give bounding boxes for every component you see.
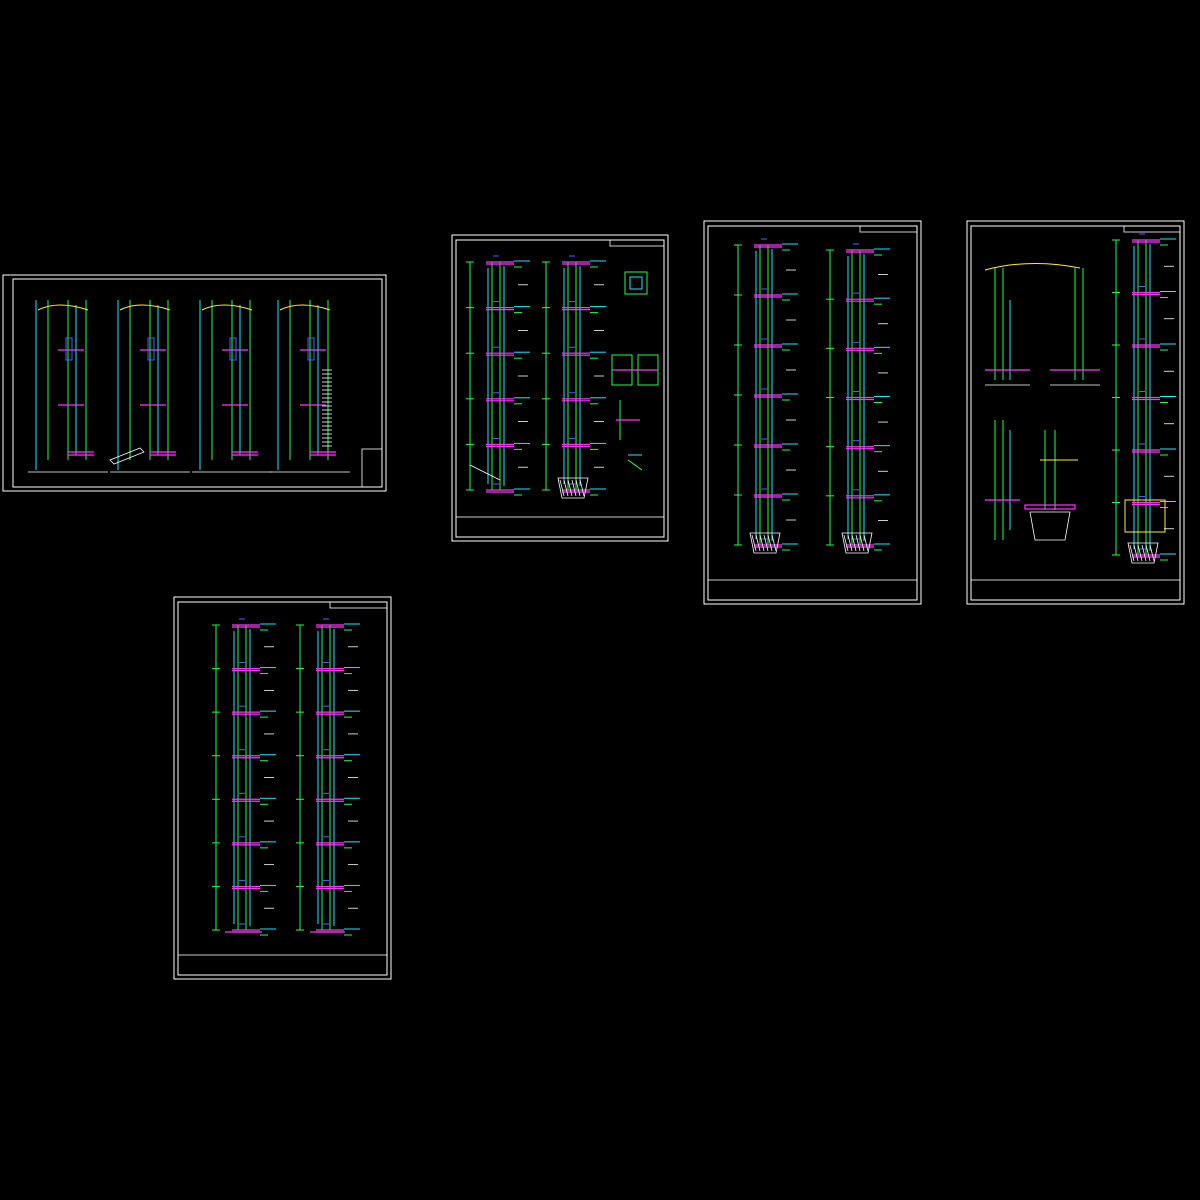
floor-slab <box>1112 496 1176 508</box>
detail-foundation <box>1024 430 1078 541</box>
wall-section <box>270 300 350 473</box>
floor-slab <box>212 879 276 892</box>
wall-section <box>1112 233 1176 564</box>
floor-slab <box>542 437 606 450</box>
floor-slab <box>734 488 798 501</box>
floor-slab <box>734 338 798 351</box>
floor-slab <box>1112 443 1176 456</box>
floor-slab <box>212 618 276 631</box>
floor-slab <box>734 288 798 301</box>
floor-slab <box>1112 338 1176 351</box>
sheet-border <box>966 220 1185 605</box>
floor-slab <box>296 836 360 849</box>
wall-section <box>212 618 276 936</box>
detail-section <box>611 354 659 386</box>
sheet-border <box>173 596 392 980</box>
floor-slab <box>1112 233 1176 246</box>
floor-slab <box>466 483 530 496</box>
detail-window <box>985 420 1020 540</box>
revision-strip <box>1123 225 1181 233</box>
wall-sections <box>212 618 360 936</box>
sheet-border <box>703 220 922 605</box>
wall-sections <box>466 255 606 499</box>
title-block <box>970 579 1181 601</box>
floor-slab <box>542 392 606 405</box>
floor-slab <box>296 662 360 675</box>
details-and-section <box>984 233 1176 564</box>
floor-slab <box>1112 286 1176 298</box>
floor-slab <box>826 489 890 502</box>
sheet-1[interactable] <box>2 274 387 492</box>
sheet-3[interactable] <box>703 220 922 605</box>
sheet-2[interactable] <box>451 234 669 542</box>
wall-section <box>28 300 108 473</box>
floor-slab <box>466 255 530 268</box>
floor-slab <box>542 346 606 359</box>
floor-slab <box>466 437 530 450</box>
floor-slab <box>296 792 360 805</box>
floor-slab <box>466 301 530 314</box>
foundation-hatch <box>1127 542 1159 564</box>
floor-slab <box>212 923 276 936</box>
detail-parapet <box>984 263 1100 386</box>
foundation-hatch <box>841 532 873 554</box>
floor-slab <box>466 346 530 359</box>
floor-slab <box>826 391 890 403</box>
floor-slab <box>734 438 798 451</box>
floor-slab <box>296 749 360 762</box>
floor-slab <box>826 440 890 453</box>
floor-slab <box>734 238 798 251</box>
floor-slab <box>212 792 276 805</box>
revision-strip <box>329 601 388 609</box>
title-block <box>177 954 388 976</box>
floor-slab <box>826 341 890 354</box>
wall-section <box>109 300 190 473</box>
wall-sections <box>28 300 350 473</box>
elevator-pit <box>1124 499 1166 533</box>
sheet-border <box>451 234 669 542</box>
floor-slab <box>296 923 360 936</box>
floor-slab <box>826 243 890 256</box>
floor-slab <box>542 301 606 314</box>
wall-section <box>296 618 360 936</box>
floor-slab <box>826 292 890 305</box>
floor-slab <box>542 255 606 268</box>
wall-section <box>466 255 530 496</box>
sheet-inner-border <box>177 601 388 976</box>
floor-slab <box>212 662 276 675</box>
wall-section <box>734 238 798 554</box>
detail-plan <box>624 271 648 295</box>
floor-slab <box>466 392 530 405</box>
sheet-5[interactable] <box>173 596 392 980</box>
floor-slab <box>212 705 276 718</box>
sheet-4[interactable] <box>966 220 1185 605</box>
stair-hatch <box>322 369 332 447</box>
floor-slab <box>212 836 276 849</box>
wall-sections <box>734 238 890 554</box>
detail-bracket <box>469 400 643 481</box>
wall-section <box>192 300 272 473</box>
revision-strip <box>609 239 665 247</box>
floor-slab <box>734 388 798 401</box>
detail-drawings <box>469 271 659 481</box>
foundation-hatch <box>557 477 589 499</box>
title-block <box>361 448 383 488</box>
floor-slab <box>212 749 276 762</box>
floor-slab <box>1112 391 1176 403</box>
floor-slab <box>296 705 360 718</box>
foundation-hatch <box>749 532 781 554</box>
title-block <box>455 516 665 538</box>
wall-section <box>826 243 890 554</box>
floor-slab <box>296 879 360 892</box>
wall-section <box>542 255 606 499</box>
sheet-border <box>2 274 387 492</box>
floor-slab <box>296 618 360 631</box>
revision-strip <box>859 225 918 233</box>
title-block <box>707 579 918 601</box>
